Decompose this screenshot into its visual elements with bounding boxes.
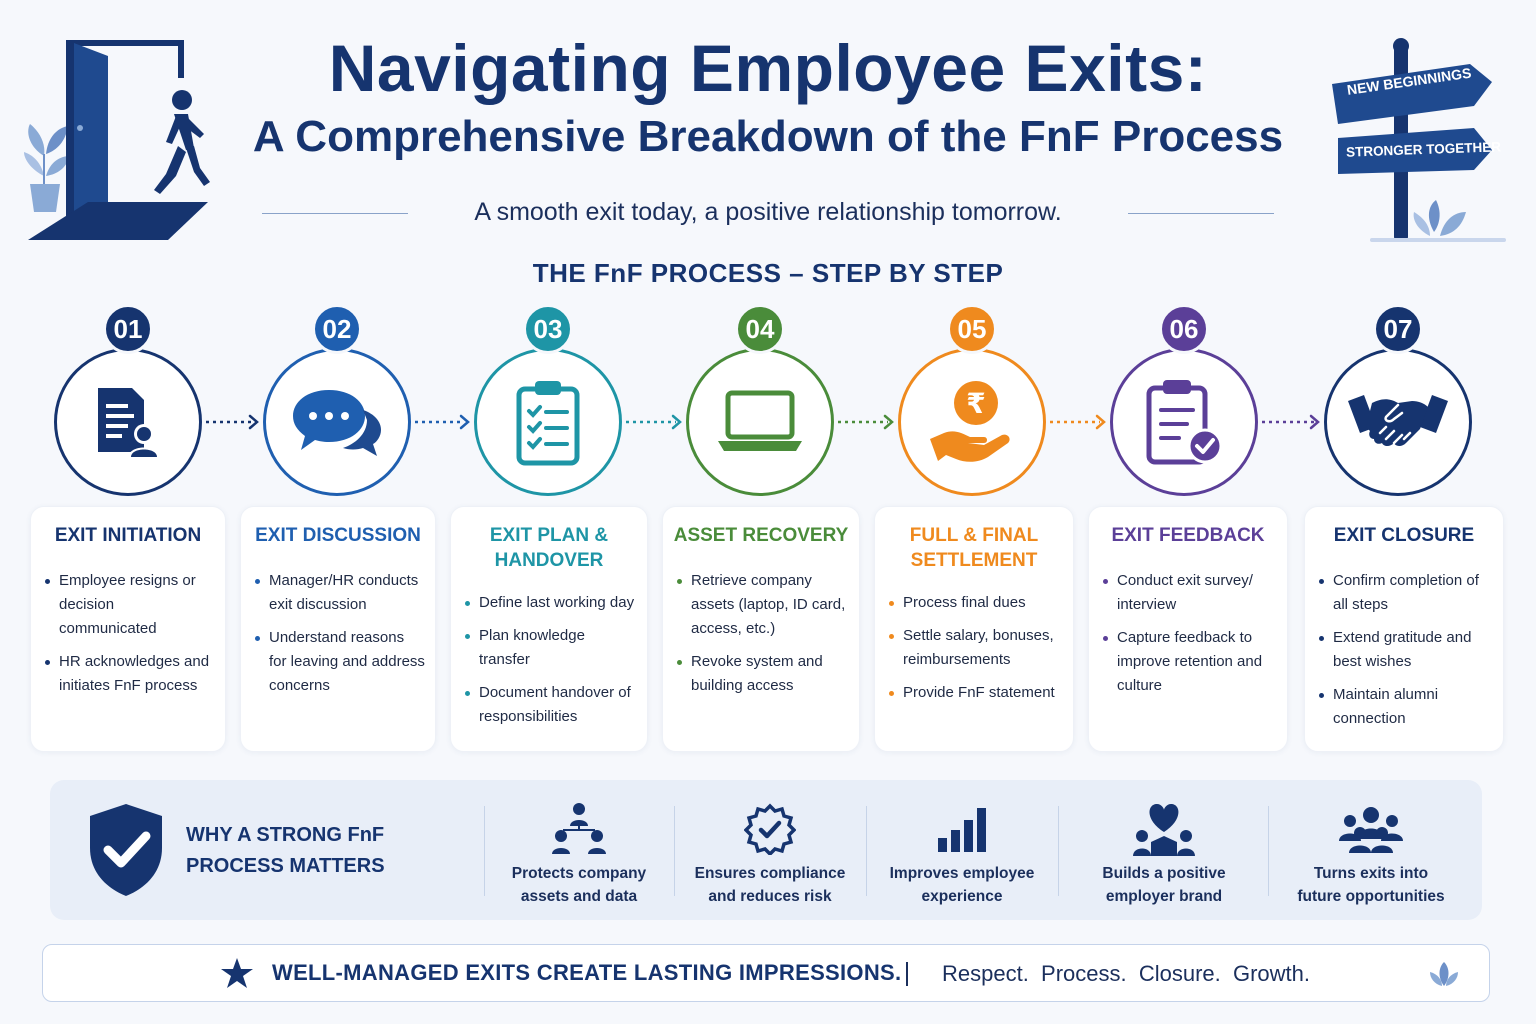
leaf-icon bbox=[1430, 962, 1458, 986]
step-bullets: Employee resigns or decision communicate… bbox=[45, 569, 215, 707]
step-bullet: Document handover of responsibilities bbox=[465, 681, 637, 729]
step-bullet: Confirm completion of all steps bbox=[1319, 569, 1493, 617]
step-bullet: Define last working day bbox=[465, 591, 637, 615]
exit-door-illustration bbox=[24, 40, 210, 240]
step-number-badge: 07 bbox=[1373, 304, 1423, 354]
dotted-arrow-icon bbox=[838, 412, 894, 437]
benefit-divider bbox=[1268, 806, 1269, 896]
dotted-arrow-icon bbox=[1262, 412, 1320, 437]
step-icon-circle bbox=[686, 348, 834, 496]
step-number-badge: 06 bbox=[1159, 304, 1209, 354]
step-card: EXIT DISCUSSION Manager/HR conducts exit … bbox=[240, 506, 436, 752]
shield-check-icon bbox=[90, 804, 162, 896]
step-bullet: Revoke system and building access bbox=[677, 650, 849, 698]
section-title: THE FnF PROCESS – STEP BY STEP bbox=[532, 258, 1004, 288]
step-bullets: Retrieve company assets (laptop, ID card… bbox=[677, 569, 849, 707]
handshake-icon bbox=[1346, 387, 1450, 457]
heart-person-icon bbox=[1133, 804, 1195, 856]
step-title: EXIT DISCUSSION bbox=[255, 525, 421, 546]
step-bullet: Capture feedback to improve retention an… bbox=[1103, 626, 1277, 698]
step-bullet: HR acknowledges and initiates FnF proces… bbox=[45, 650, 215, 698]
footer-divider bbox=[906, 962, 908, 986]
step-title: EXIT CLOSURE bbox=[1333, 525, 1475, 546]
benefit-divider bbox=[674, 806, 675, 896]
bar-chart-icon bbox=[938, 808, 986, 852]
step-card: EXIT CLOSURE Confirm completion of all st… bbox=[1304, 506, 1504, 752]
step-card: EXIT FEEDBACK Conduct exit survey/ interv… bbox=[1088, 506, 1288, 752]
tagline-right-rule bbox=[1128, 213, 1274, 214]
step-title: ASSET RECOVERY bbox=[673, 525, 849, 546]
step-bullet: Settle salary, bonuses, reimbursements bbox=[889, 624, 1063, 672]
step-bullet: Maintain alumni connection bbox=[1319, 683, 1493, 731]
footer-values: Respect. Process. Closure. Growth. bbox=[942, 961, 1311, 986]
step-title: EXIT FEEDBACK bbox=[1111, 525, 1265, 546]
rupee-hand-icon: ₹ bbox=[926, 377, 1018, 467]
step-icon-circle: ₹ bbox=[898, 348, 1046, 496]
tagline-left-rule bbox=[262, 213, 408, 214]
dotted-arrow-icon bbox=[626, 412, 682, 437]
benefit-divider bbox=[1058, 806, 1059, 896]
step-icon-circle bbox=[1110, 348, 1258, 496]
network-people-icon bbox=[552, 803, 606, 854]
step-number-badge: 03 bbox=[523, 304, 573, 354]
page-title: Navigating Employee Exits: bbox=[328, 31, 1208, 105]
step-bullet: Process final dues bbox=[889, 591, 1063, 615]
step-title: EXIT PLAN & HANDOVER bbox=[489, 525, 609, 571]
step-number-badge: 01 bbox=[103, 304, 153, 354]
step-icon-circle bbox=[54, 348, 202, 496]
footer-headline: WELL-MANAGED EXITS CREATE LASTING IMPRES… bbox=[272, 960, 902, 985]
step-icon-circle bbox=[263, 348, 411, 496]
dotted-arrow-icon bbox=[415, 412, 470, 437]
step-card: EXIT PLAN & HANDOVER Define last working … bbox=[450, 506, 648, 752]
step-bullet: Conduct exit survey/ interview bbox=[1103, 569, 1277, 617]
plant-icon bbox=[24, 124, 70, 212]
group-people-icon bbox=[1339, 807, 1403, 853]
chat-bubbles-icon bbox=[291, 386, 383, 458]
step-card: ASSET RECOVERY Retrieve company assets (l… bbox=[662, 506, 860, 752]
step-number-badge: 02 bbox=[312, 304, 362, 354]
dotted-arrow-icon bbox=[206, 412, 259, 437]
step-title: EXIT INITIATION bbox=[54, 525, 202, 546]
step-bullet: Understand reasons for leaving and addre… bbox=[255, 626, 425, 698]
step-icon-circle bbox=[474, 348, 622, 496]
step-number-badge: 04 bbox=[735, 304, 785, 354]
footer-banner bbox=[42, 944, 1490, 1002]
benefits-title: WHY A STRONG FnF PROCESS MATTERS bbox=[186, 824, 385, 877]
step-title: FULL & FINAL SETTLEMENT bbox=[909, 525, 1039, 571]
step-card: EXIT INITIATION Employee resigns or decis… bbox=[30, 506, 226, 752]
clipboard-check-icon bbox=[1143, 376, 1225, 468]
dotted-arrow-icon bbox=[1050, 412, 1106, 437]
clipboard-checklist-icon bbox=[513, 377, 583, 467]
benefit-divider bbox=[484, 806, 485, 896]
step-bullet: Retrieve company assets (laptop, ID card… bbox=[677, 569, 849, 641]
document-user-icon bbox=[88, 382, 168, 462]
step-number-badge: 05 bbox=[947, 304, 997, 354]
star-icon bbox=[221, 958, 253, 988]
signpost-illustration: NEW BEGINNINGS STRONGER TOGETHER bbox=[1330, 36, 1510, 248]
step-icon-circle bbox=[1324, 348, 1472, 496]
step-bullet: Provide FnF statement bbox=[889, 681, 1063, 705]
step-bullet: Employee resigns or decision communicate… bbox=[45, 569, 215, 641]
laptop-icon bbox=[714, 387, 806, 457]
step-bullet: Extend gratitude and best wishes bbox=[1319, 626, 1493, 674]
benefit-divider bbox=[866, 806, 867, 896]
badge-check-icon bbox=[744, 803, 796, 855]
step-bullet: Manager/HR conducts exit discussion bbox=[255, 569, 425, 617]
step-bullet: Plan knowledge transfer bbox=[465, 624, 637, 672]
step-card: FULL & FINAL SETTLEMENT Process final due… bbox=[874, 506, 1074, 752]
page-subtitle: A Comprehensive Breakdown of the FnF Pro… bbox=[252, 112, 1284, 161]
svg-text:₹: ₹ bbox=[966, 387, 985, 420]
tagline: A smooth exit today, a positive relation… bbox=[474, 198, 1062, 226]
